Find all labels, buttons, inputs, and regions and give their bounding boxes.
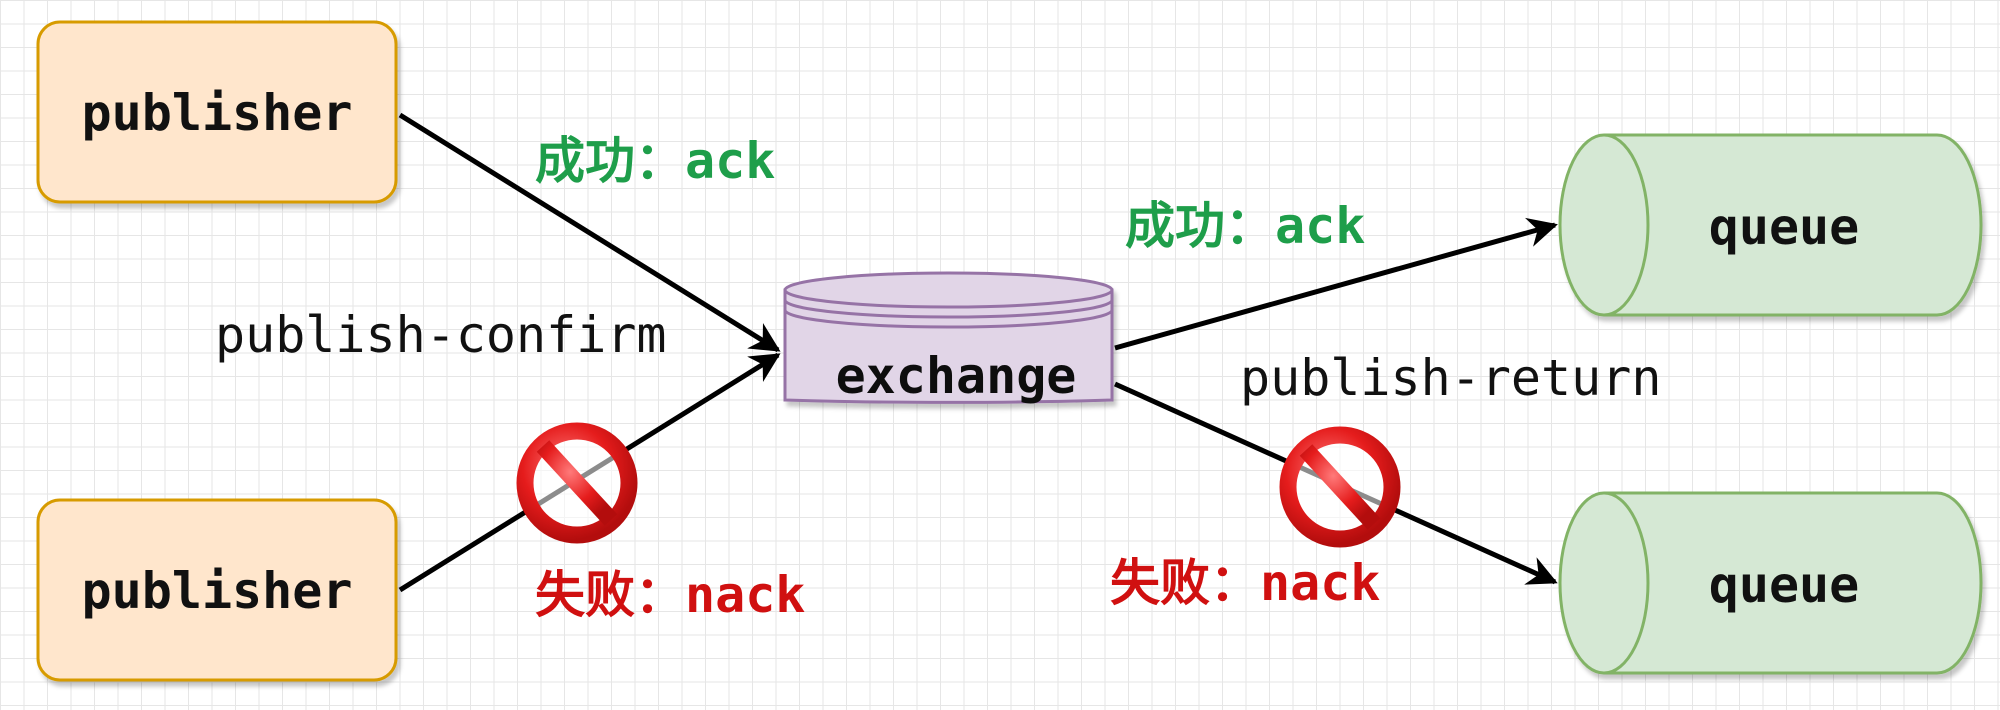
ack-label-left: 成功：ack — [535, 132, 775, 190]
publisher-box — [36, 20, 398, 204]
queue-node-top[interactable]: queue — [1558, 133, 1983, 317]
exchange-body — [783, 288, 1114, 404]
exchange-label: exchange — [836, 347, 1077, 405]
queue-front-curve — [1603, 491, 1650, 675]
edge-exchange-to-queue-top — [1114, 217, 1558, 351]
publisher-node-top[interactable]: publisher — [36, 20, 398, 204]
publisher-box — [36, 498, 398, 682]
prohibited-icon — [1279, 426, 1401, 548]
publish-return-label: publish-return — [1240, 349, 1661, 407]
queue-node-bottom[interactable]: queue — [1558, 491, 1983, 675]
publisher-label: publisher — [82, 84, 353, 142]
exchange-top-ellipse — [783, 271, 1114, 309]
queue-body — [1558, 133, 1983, 317]
queue-label: queue — [1709, 198, 1860, 256]
exchange-ring-2 — [783, 309, 1114, 329]
queue-front-curve — [1603, 133, 1650, 317]
publisher-label: publisher — [82, 562, 353, 620]
publisher-node-bottom[interactable]: publisher — [36, 498, 398, 682]
nack-label-right: 失败：nack — [1110, 554, 1380, 612]
exchange-node[interactable]: exchange — [783, 271, 1114, 405]
nack-label-left: 失败：nack — [535, 566, 805, 624]
queue-body — [1558, 491, 1983, 675]
edge-publisher-top-to-exchange — [398, 112, 781, 353]
prohibited-icon — [516, 422, 638, 544]
publish-confirm-label: publish-confirm — [215, 306, 667, 364]
exchange-ring-1 — [783, 299, 1114, 319]
queue-label: queue — [1709, 556, 1860, 614]
ack-label-right: 成功：ack — [1125, 197, 1365, 255]
